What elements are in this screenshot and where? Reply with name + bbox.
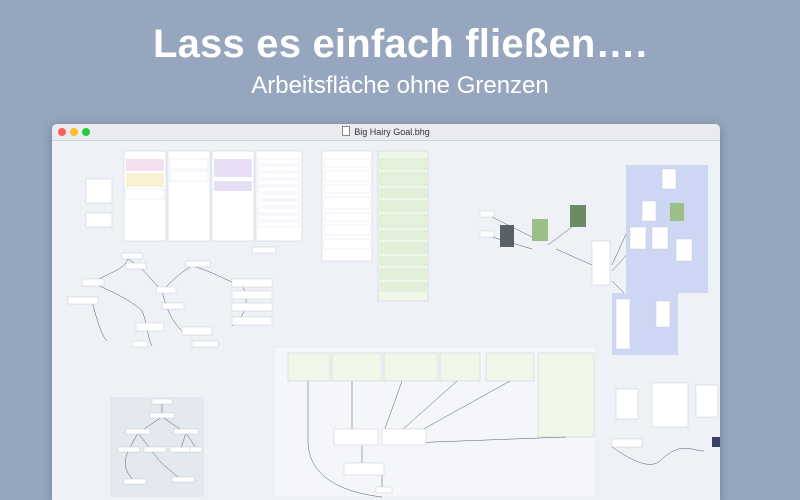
mind-map-node[interactable] [121,252,143,260]
flow-target-card[interactable] [375,486,393,494]
window-title-text: Big Hairy Goal.bhg [354,127,430,137]
mind-map-node[interactable] [67,296,99,305]
flow-target-card[interactable] [333,428,379,446]
kanban-card[interactable] [125,188,165,200]
tree-node[interactable] [173,428,199,435]
minimize-window-button[interactable] [70,128,78,136]
tree-node[interactable] [117,446,141,453]
label-node[interactable] [479,230,495,238]
tree-node[interactable] [171,476,195,483]
mind-map-node[interactable] [125,262,147,270]
screenshot-thumbnail[interactable] [591,240,611,286]
mind-map-node[interactable] [181,326,213,336]
app-window: Big Hairy Goal.bhg [52,124,720,500]
tree-node[interactable] [189,446,203,453]
zoom-window-button[interactable] [82,128,90,136]
kanban-card[interactable] [126,173,164,187]
flow-source-card[interactable] [485,352,535,382]
mind-map-node[interactable] [231,278,273,288]
tree-node[interactable] [151,398,173,405]
window-title: Big Hairy Goal.bhg [52,126,720,137]
kanban-card[interactable] [126,159,164,171]
mind-map-node[interactable] [231,290,273,300]
note-card[interactable] [651,382,689,428]
hero-headline: Lass es einfach fließen…. [152,22,648,66]
kanban-card[interactable] [169,158,209,170]
mind-map-node[interactable] [185,260,211,268]
screenshot-thumbnail[interactable] [532,219,548,241]
tree-node[interactable] [143,446,167,453]
flow-source-card[interactable] [287,352,331,382]
tree-node[interactable] [123,478,147,485]
screenshot-thumbnail[interactable] [629,226,647,250]
tree-node[interactable] [169,446,193,453]
screenshot-thumbnail[interactable] [615,298,631,350]
mind-map-node[interactable] [231,316,273,326]
screenshot-thumbnail[interactable] [500,225,514,247]
kanban-card[interactable] [214,159,252,177]
whiteboard-canvas[interactable] [52,141,720,500]
mind-map-node[interactable] [135,322,165,332]
flow-target-card[interactable] [381,428,427,446]
sketch-image[interactable] [85,178,113,204]
screenshot-thumbnail[interactable] [641,200,657,222]
label-node[interactable] [479,210,495,218]
flow-source-card[interactable] [383,352,439,382]
screenshot-thumbnail[interactable] [661,168,677,190]
kanban-board[interactable] [123,150,429,302]
sketch-image[interactable] [85,212,113,228]
mind-map-node[interactable] [251,246,277,254]
flow-source-card[interactable] [537,352,595,438]
note-card[interactable] [611,438,643,448]
close-window-button[interactable] [58,128,66,136]
screenshot-thumbnail[interactable] [655,300,671,328]
mind-map-node[interactable] [155,286,177,294]
mind-map-node[interactable] [131,340,149,348]
screenshot-thumbnail[interactable] [570,205,586,227]
canvas-drawing [67,150,720,498]
tree-node[interactable] [149,412,175,419]
document-icon [342,126,351,136]
window-titlebar[interactable]: Big Hairy Goal.bhg [52,124,720,141]
hero-subline: Arbeitsfläche ohne Grenzen [251,72,549,99]
media-thumbnail[interactable] [712,437,720,447]
screenshot-thumbnail[interactable] [651,226,669,250]
tree-node[interactable] [125,428,151,435]
note-card[interactable] [695,384,719,418]
screenshot-thumbnail[interactable] [670,203,684,221]
screenshot-thumbnail[interactable] [675,238,693,262]
mind-map-node[interactable] [161,302,185,310]
note-card[interactable] [615,388,639,420]
mind-map-node[interactable] [231,302,273,312]
flow-target-card[interactable] [343,462,385,476]
mind-map-node[interactable] [81,278,105,287]
kanban-card[interactable] [169,170,209,182]
flow-source-card[interactable] [439,352,481,382]
mind-map[interactable] [91,258,247,347]
mind-map-node[interactable] [191,340,219,348]
kanban-card[interactable] [214,181,252,191]
screenshot-gallery[interactable] [479,165,708,355]
flow-source-card[interactable] [331,352,383,382]
